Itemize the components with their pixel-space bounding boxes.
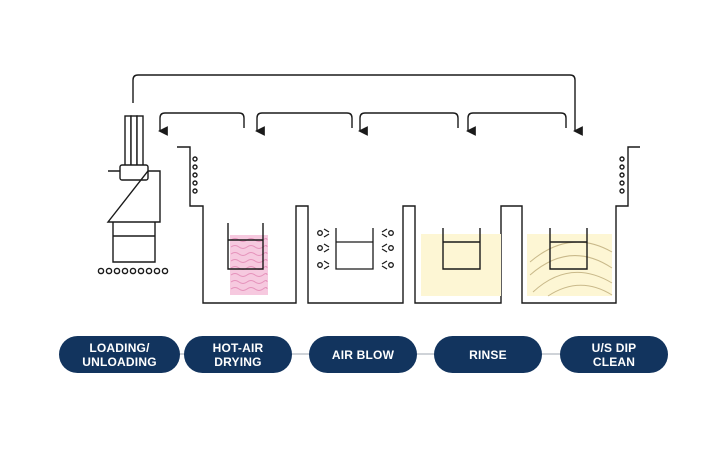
arrow-usdip-to-rinse: [466, 112, 567, 136]
stage-us-dip-clean: U/S DIP CLEAN: [560, 336, 668, 373]
loader-rollers: [97, 267, 169, 275]
left-vent-holes: [192, 156, 198, 194]
air-nozzle-right-icon: [381, 228, 394, 270]
loader-gripper-icon: [97, 115, 169, 275]
stage-air-blow: AIR BLOW: [309, 336, 417, 373]
stage-us-dip-label: U/S DIP CLEAN: [591, 340, 637, 369]
us-dip-basket: [549, 228, 588, 270]
stage-loading: LOADING/ UNLOADING: [59, 336, 180, 373]
arrow-rinse-to-airblow: [358, 112, 459, 136]
air-blow-basket: [335, 228, 374, 270]
air-nozzle-left-icon: [317, 228, 330, 270]
hot-air-basket: [227, 223, 264, 270]
stage-hot-air-drying: HOT-AIR DRYING: [184, 336, 292, 373]
us-dip-tank: [527, 228, 613, 297]
rinse-tank: [421, 228, 501, 296]
rinse-basket: [442, 228, 481, 270]
air-blow-tank: [317, 228, 394, 270]
stage-air-blow-label: AIR BLOW: [331, 347, 395, 362]
arrow-hotair-to-loading: [158, 112, 245, 136]
stage-rinse-label: RINSE: [469, 347, 507, 362]
tank-system: [177, 146, 640, 304]
hot-air-drying-tank: [227, 223, 268, 295]
arrow-airblow-to-hotair: [255, 112, 353, 136]
stage-hot-air-label: HOT-AIR DRYING: [212, 340, 264, 369]
stage-loading-label: LOADING/ UNLOADING: [82, 340, 157, 369]
stage-rinse: RINSE: [434, 336, 542, 373]
right-vent-holes: [619, 156, 625, 194]
transfer-arrows: [132, 74, 583, 136]
return-arrow: [132, 74, 583, 136]
